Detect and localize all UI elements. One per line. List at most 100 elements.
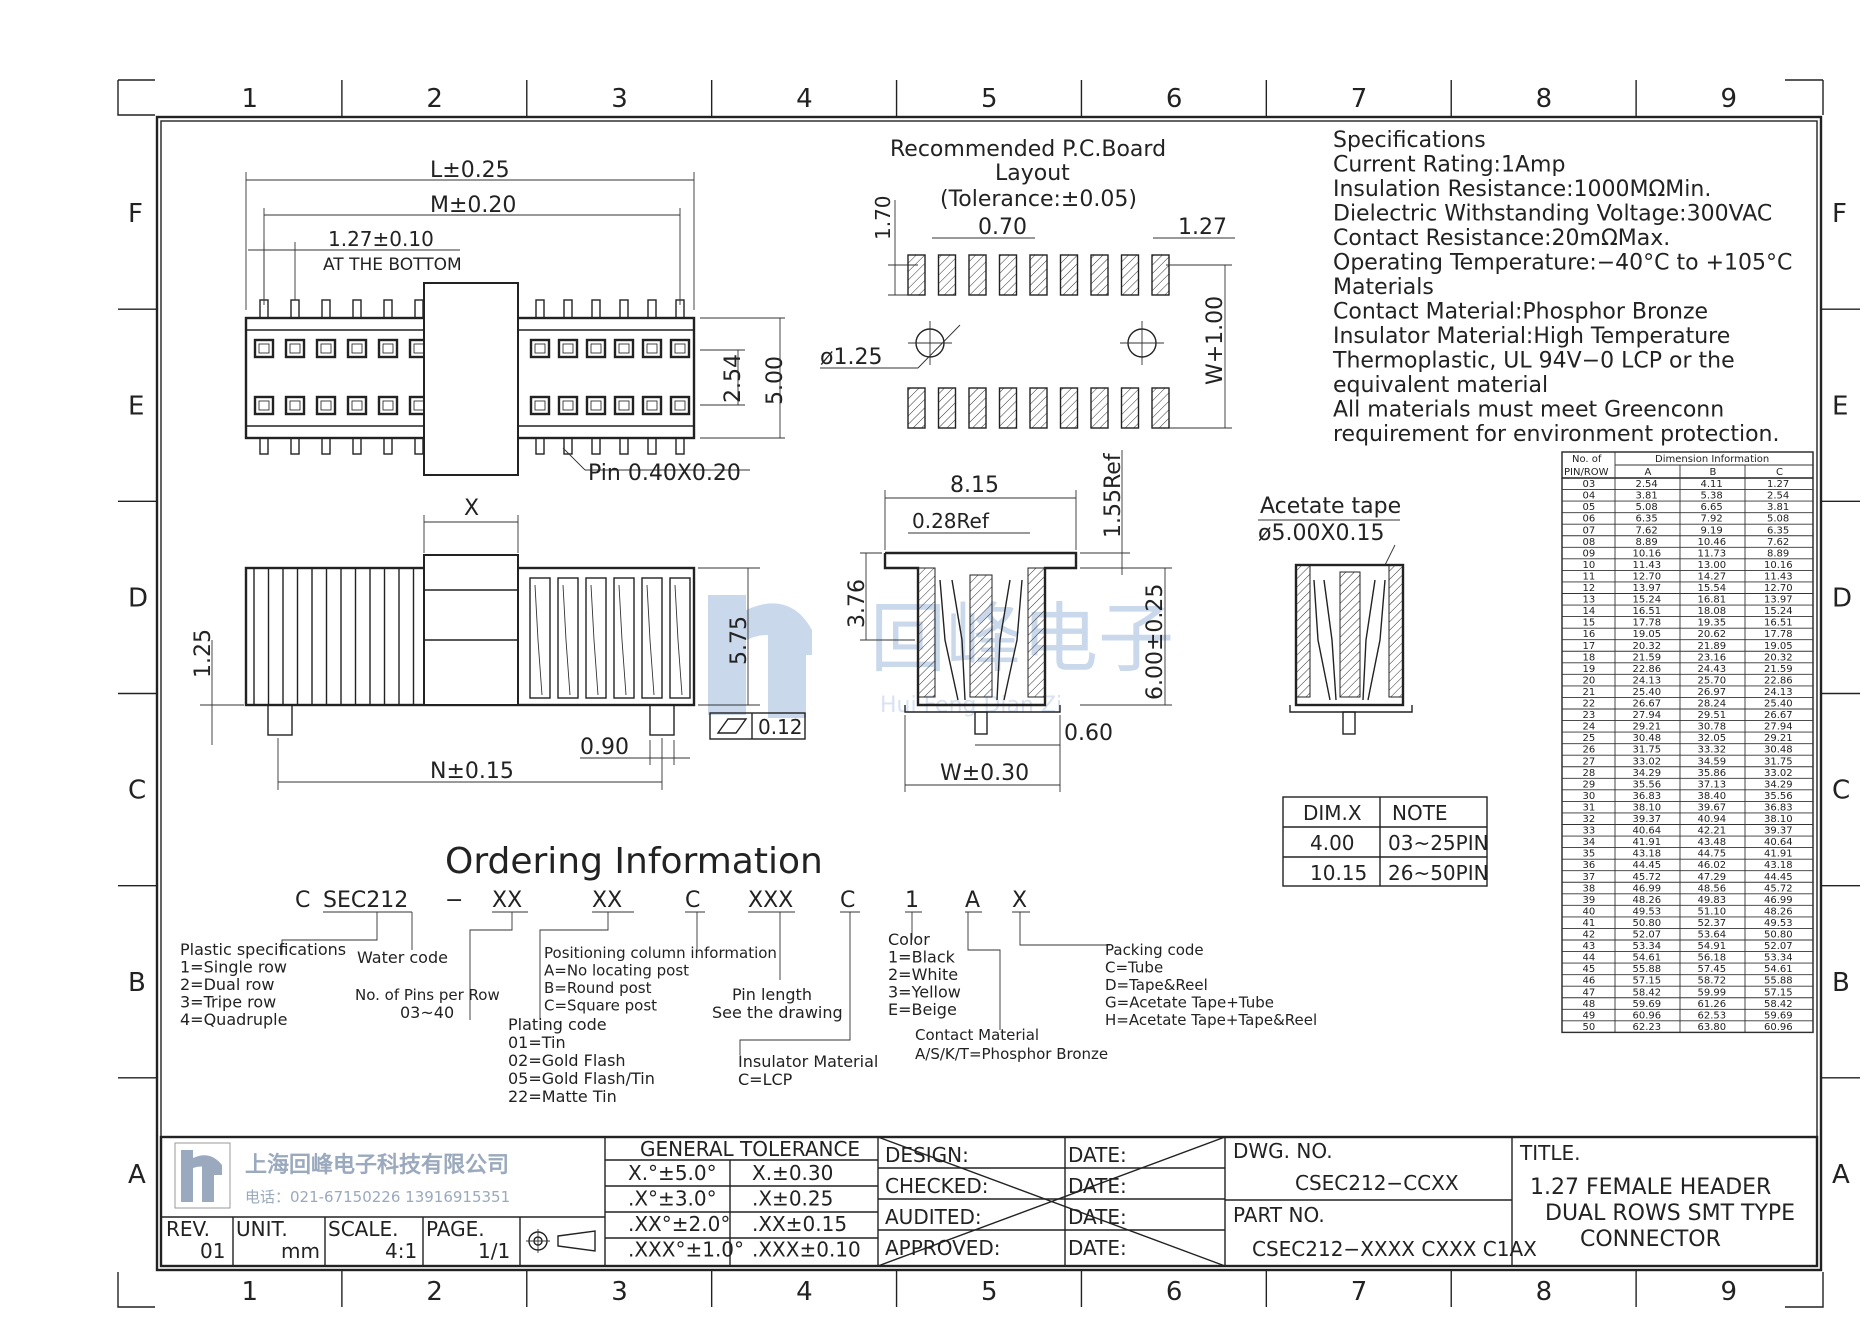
dim-table-cell: 50.80 (1633, 918, 1662, 929)
spec-line: Operating Temperature:−40°C to +105°C (1333, 251, 1792, 276)
dim-table-cell: 22.86 (1633, 664, 1662, 675)
dim-table-cell: 22.86 (1764, 675, 1793, 686)
contact-cell (253, 338, 275, 359)
dim-table-cell: 15 (1583, 618, 1596, 629)
dim-table-cell: 6.65 (1701, 502, 1723, 513)
pcb-pad (1090, 387, 1109, 429)
title-line-2: DUAL ROWS SMT TYPE (1545, 1201, 1795, 1226)
dim-table-cell: 21.59 (1764, 664, 1793, 675)
contact-spring (562, 584, 571, 696)
side-view-slots (253, 568, 691, 705)
dim-table-cell: 20 (1583, 675, 1596, 686)
dim-table-cell: 13.00 (1698, 560, 1727, 571)
pcb-pad (1029, 254, 1048, 296)
dim-table-cell: 63.80 (1698, 1022, 1727, 1033)
dim-table-cell: 13.97 (1764, 595, 1793, 606)
dim-table-column: A (1645, 467, 1652, 478)
contact-slot (613, 577, 635, 699)
legend-water-code: Water code (357, 948, 448, 967)
dimx-header: NOTE (1392, 801, 1448, 825)
spec-line: Insulation Resistance:1000MΩMin. (1333, 177, 1711, 202)
dim-table-cell: 11 (1583, 571, 1596, 582)
projection-symbol-icon (526, 1229, 596, 1253)
dim-table-cell: 11.73 (1698, 548, 1727, 559)
dim-table-cell: 46.99 (1764, 895, 1793, 906)
code-part: A (965, 888, 980, 913)
dim-table-cell: 10.46 (1698, 537, 1727, 548)
dim-table-cell: 3.81 (1767, 502, 1789, 513)
contact-cell-inner (320, 400, 332, 411)
code-part: X (1012, 888, 1027, 913)
contact-cell-inner (646, 343, 658, 354)
dim-table-cell: 36.83 (1764, 802, 1793, 813)
dim-table-cell: 10.16 (1764, 560, 1793, 571)
scale-value: 4:1 (385, 1239, 417, 1263)
dim-table-cell: 47.29 (1698, 872, 1727, 883)
legend-pin-length: See the drawing (712, 1003, 843, 1022)
dim-table-cell: 20.32 (1764, 652, 1793, 663)
legend-pin-length: Pin length (732, 985, 812, 1004)
dim-table-cell: 57.45 (1698, 964, 1727, 975)
dim-table-cell: 12.70 (1764, 583, 1793, 594)
part-number: CSEC212−XXXX CXXX C1AX (1252, 1237, 1537, 1261)
dim-table-cell: 42 (1583, 930, 1596, 941)
dim-table-cell: 15.24 (1633, 595, 1662, 606)
dim-table-cell: 19.05 (1764, 641, 1793, 652)
dim-table-cell: 25.70 (1698, 675, 1727, 686)
spec-line: equivalent material (1333, 373, 1548, 398)
dim-table-cell: 7.62 (1767, 537, 1789, 548)
zone-column-top: 1 (241, 84, 258, 114)
dim-table-header: No. of (1572, 454, 1602, 465)
unit-value: mm (281, 1239, 320, 1263)
legend-positioning: Positioning column information (544, 944, 777, 962)
dim-table-cell: 24.43 (1698, 664, 1727, 675)
dim-table-cell: 16.51 (1764, 618, 1793, 629)
zone-row-right: C (1832, 776, 1850, 806)
pcb-pad (1151, 254, 1170, 296)
pin (259, 437, 269, 455)
legend-packing: D=Tape&Reel (1105, 976, 1208, 994)
tolerance-linear: .XXX±0.10 (752, 1238, 861, 1262)
dim-table-cell: 8.89 (1767, 548, 1789, 559)
legend-contact: A/S/K/T=Phosphor Bronze (915, 1045, 1108, 1063)
legend-contact: Contact Material (915, 1026, 1039, 1044)
contact-cell-inner (413, 343, 425, 354)
spec-line: Current Rating:1Amp (1333, 153, 1565, 178)
dim-table-cell: 29.51 (1698, 710, 1727, 721)
code-part: C (840, 888, 855, 913)
dim-table-cell: 31 (1583, 802, 1596, 813)
tolerance-angle: .X°±3.0° (628, 1187, 717, 1211)
dim-table-cell: 16.51 (1633, 606, 1662, 617)
dim-table-cell: 33.02 (1633, 756, 1662, 767)
dim-table-cell: 38.40 (1698, 791, 1727, 802)
dim-table-cell: 53.64 (1698, 930, 1727, 941)
watermark: 回峰电子 Hui Feng Dian Zi (708, 594, 1174, 718)
contact-cell (253, 395, 275, 416)
pin (414, 299, 424, 319)
legend-packing: C=Tube (1105, 959, 1163, 977)
dim-table-cell: 48.26 (1633, 895, 1662, 906)
dim-table-cell: 30 (1583, 791, 1596, 802)
contact-cell-inner (562, 400, 574, 411)
dim-table-cell: 39.67 (1698, 802, 1727, 813)
dim-table-cell: 40 (1583, 906, 1596, 917)
contact-slot (557, 577, 579, 699)
dim-table-cell: 39 (1583, 895, 1596, 906)
dim-table-cell: 48 (1583, 999, 1596, 1010)
dwg-number: CSEC212−CCXX (1295, 1171, 1459, 1195)
signoff-role: CHECKED: (885, 1174, 989, 1198)
contact-cell-inner (534, 400, 546, 411)
contact-slot (669, 577, 691, 699)
dim-table-cell: 36.83 (1633, 791, 1662, 802)
dim-table-cell: 37 (1583, 872, 1596, 883)
dim-table-cell: 23 (1583, 710, 1596, 721)
dim-table-cell: 35.56 (1633, 779, 1662, 790)
dim-table-cell: 42.21 (1698, 826, 1727, 837)
code-part: C (685, 888, 700, 913)
tolerance-angle: .XX°±2.0° (628, 1212, 730, 1236)
spec-line: Dielectric Withstanding Voltage:300VAC (1333, 202, 1772, 227)
zone-row-left: F (128, 199, 143, 229)
